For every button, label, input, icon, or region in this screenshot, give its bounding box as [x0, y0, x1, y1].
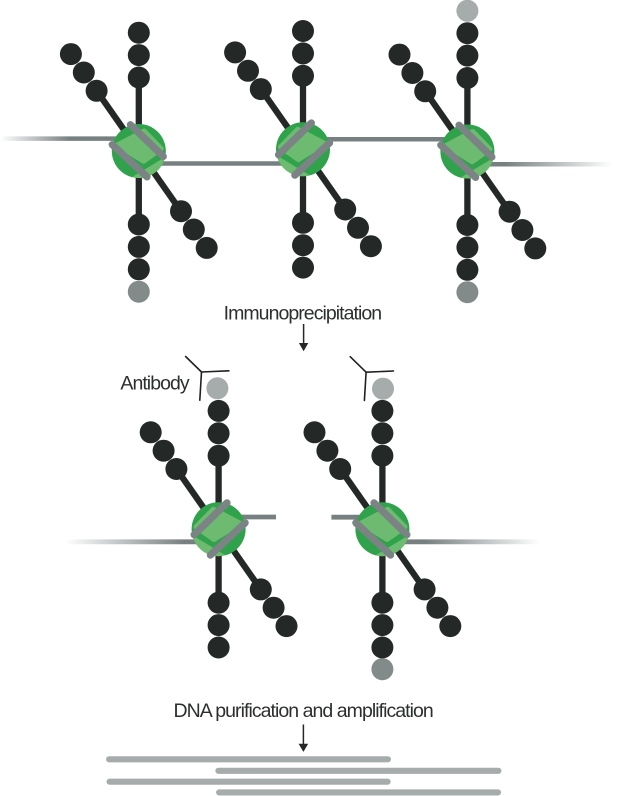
svg-text:Antibody: Antibody: [120, 372, 189, 394]
svg-text:DNA purification and amplifica: DNA purification and amplification: [174, 700, 433, 722]
svg-text:Immunoprecipitation: Immunoprecipitation: [224, 302, 382, 324]
